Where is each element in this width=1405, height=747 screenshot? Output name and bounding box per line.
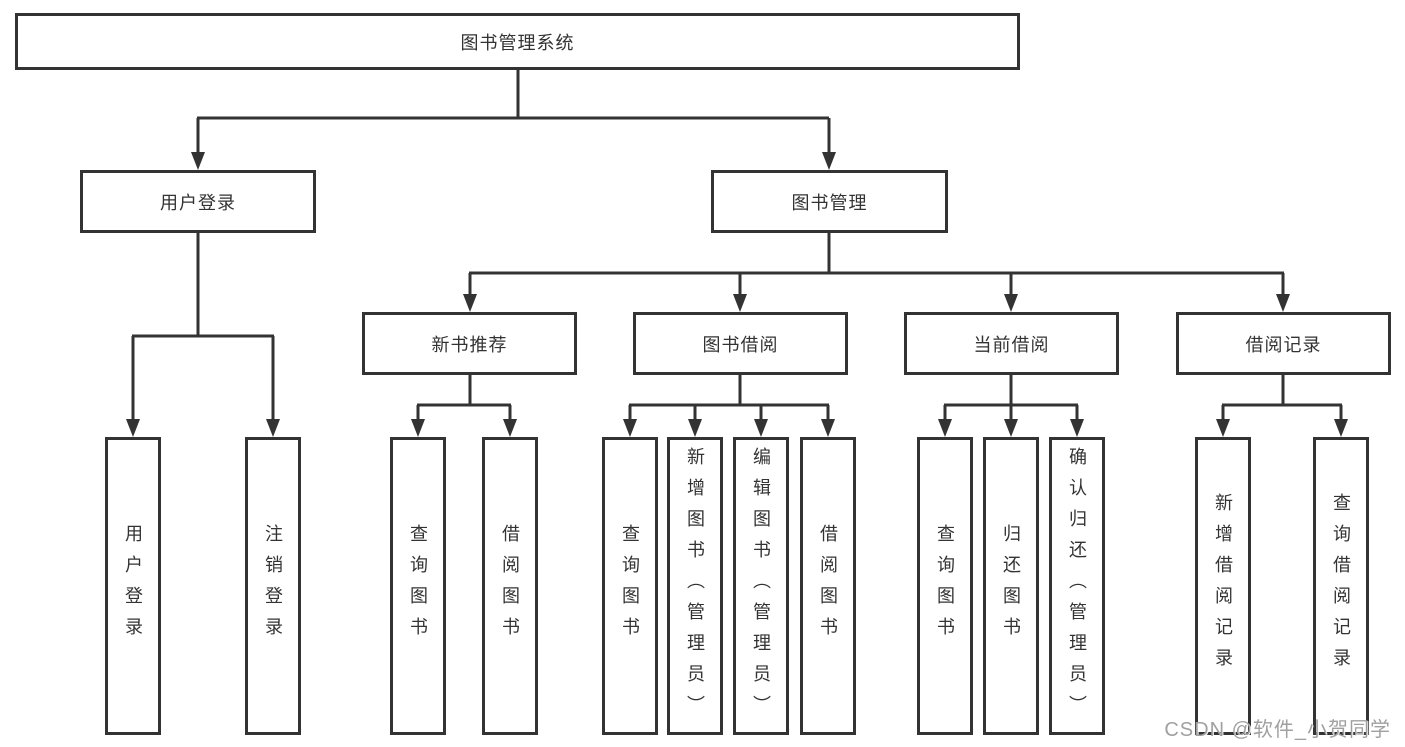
- node-label: 新增借阅记录: [1213, 493, 1233, 679]
- csdn-watermark: CSDN @软件_小贺同学: [1164, 719, 1391, 741]
- node-label: 图书借阅: [702, 334, 779, 355]
- node-label: 借阅图书: [818, 524, 838, 648]
- node-leaf-query-borrow-record: 查询借阅记录: [1313, 437, 1369, 735]
- node-leaf-borrow-books-recommend: 借阅图书: [482, 437, 538, 735]
- node-leaf-query-books-current: 查询图书: [917, 437, 973, 735]
- node-label: 借阅图书: [500, 524, 520, 648]
- node-borrowing-records: 借阅记录: [1176, 312, 1391, 375]
- node-library-management-system: 图书管理系统: [15, 13, 1020, 70]
- node-label: 用户登录: [160, 192, 236, 213]
- node-leaf-query-books-borrowing: 查询图书: [602, 437, 658, 735]
- node-label: 图书管理系统: [460, 32, 575, 53]
- node-book-management-branch: 图书管理: [711, 170, 948, 233]
- node-label: 查询图书: [408, 524, 428, 648]
- node-book-borrowing: 图书借阅: [633, 312, 848, 375]
- node-leaf-add-borrow-record: 新增借阅记录: [1195, 437, 1251, 735]
- node-leaf-logout: 注销登录: [245, 437, 301, 735]
- node-leaf-return-books: 归还图书: [983, 437, 1039, 735]
- node-label: 图书管理: [791, 192, 868, 213]
- node-label: 借阅记录: [1245, 334, 1322, 355]
- node-label: 用户登录: [123, 524, 143, 648]
- node-leaf-query-books-recommend: 查询图书: [390, 437, 446, 735]
- node-leaf-confirm-return-admin: 确认归还（管理员）: [1049, 437, 1105, 735]
- node-label: 查询图书: [620, 524, 640, 648]
- node-label: 新书推荐: [431, 334, 508, 355]
- node-leaf-borrow-books: 借阅图书: [800, 437, 856, 735]
- node-new-book-recommend: 新书推荐: [362, 312, 577, 375]
- node-leaf-edit-books-admin: 编辑图书（管理员）: [733, 437, 789, 735]
- node-user-login-branch: 用户登录: [80, 170, 316, 233]
- node-label: 归还图书: [1001, 524, 1021, 648]
- node-label: 编辑图书（管理员）: [751, 446, 771, 726]
- node-label: 查询借阅记录: [1331, 493, 1351, 679]
- node-leaf-add-books-admin: 新增图书（管理员）: [667, 437, 723, 735]
- node-label: 确认归还（管理员）: [1067, 446, 1087, 726]
- node-leaf-user-login: 用户登录: [105, 437, 161, 735]
- node-label: 注销登录: [263, 524, 283, 648]
- node-label: 查询图书: [935, 524, 955, 648]
- node-current-borrowing: 当前借阅: [904, 312, 1119, 375]
- node-label: 新增图书（管理员）: [685, 446, 705, 726]
- node-label: 当前借阅: [973, 334, 1050, 355]
